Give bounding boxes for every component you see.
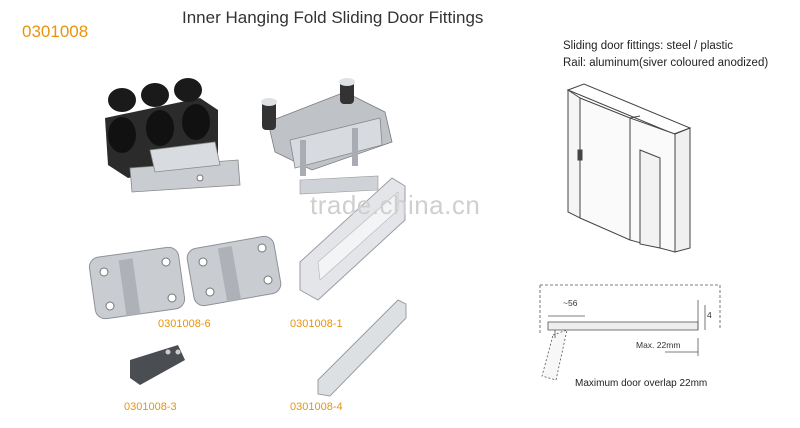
page-title: Inner Hanging Fold Sliding Door Fittings — [182, 8, 484, 27]
hinge-right — [186, 235, 282, 307]
hinge-left — [88, 246, 186, 320]
roller-carriage-black — [105, 78, 241, 193]
watermark: trade.china.cn — [310, 190, 481, 220]
door-bracket — [130, 345, 185, 385]
product-code: 0301008 — [22, 22, 89, 41]
dim-56-label: ~56 — [563, 298, 578, 308]
part-label-rail-upper: 0301008-1 — [290, 318, 343, 330]
dim-4-label: 4 — [707, 310, 712, 320]
part-label-bracket: 0301008-3 — [124, 401, 177, 413]
rail-upper — [299, 177, 406, 301]
max-overlap-label: Max. 22mm — [636, 340, 681, 350]
spec-rail: Rail: aluminum(siver coloured anodized) — [563, 57, 769, 69]
part-label-hinge: 0301008-6 — [158, 318, 211, 330]
roller-carriage-metal — [261, 78, 393, 195]
overlap-caption: Maximum door overlap 22mm — [575, 378, 708, 389]
spec-fittings: Sliding door fittings: steel / plastic — [563, 40, 734, 52]
part-label-rail-lower: 0301008-4 — [290, 401, 343, 413]
rail-lower — [317, 299, 407, 397]
